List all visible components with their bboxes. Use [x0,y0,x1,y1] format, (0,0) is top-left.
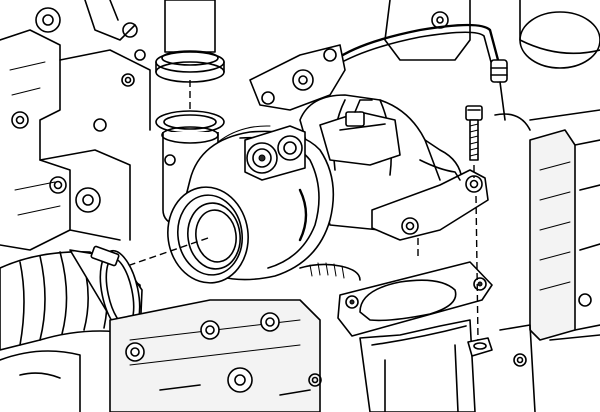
engine-components-right [384,0,600,341]
oil-feed-line [333,23,508,121]
pipe-gasket [155,110,225,134]
engine-block-left [0,0,151,251]
downpipe [359,319,476,412]
exhaust-manifold [109,262,361,412]
intake-hose [0,245,143,412]
vertical-pipe [155,0,225,83]
turbocharger [167,44,489,284]
alignment-line-stud [475,195,479,341]
flange-nut [467,337,493,357]
alignment-line-intake [129,237,209,266]
misc-bolts [308,324,600,412]
exhaust-gasket [337,261,493,337]
flange-bolt [465,105,483,161]
